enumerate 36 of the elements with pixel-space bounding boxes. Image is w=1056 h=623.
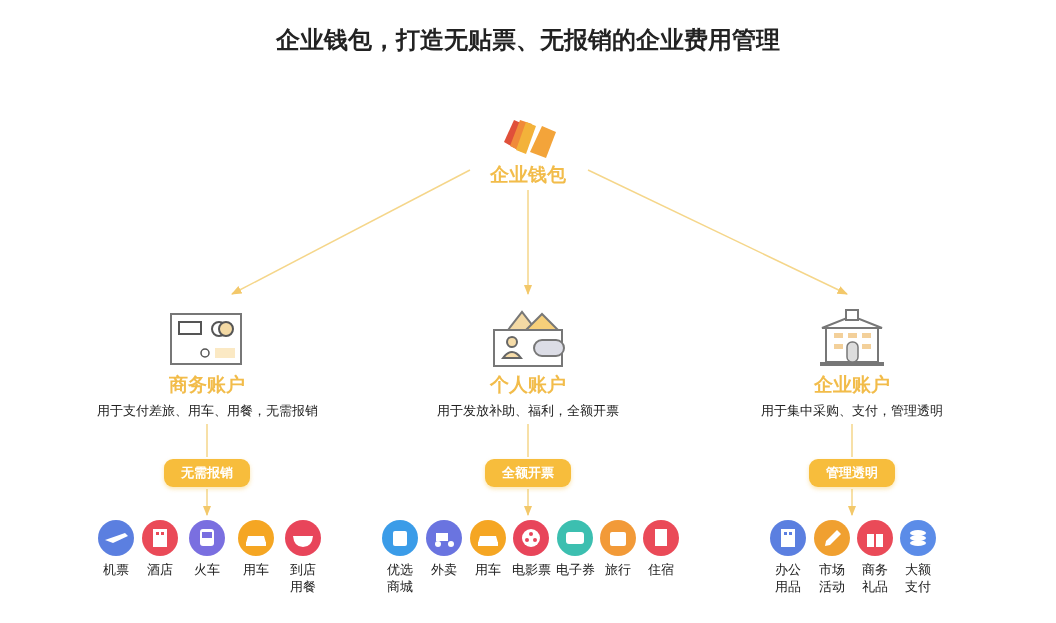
category-label: 旅行	[605, 561, 631, 578]
arrow	[523, 189, 533, 296]
category-label: 用车	[475, 561, 501, 578]
account-title: 企业账户	[814, 372, 890, 397]
tag-label: 全额开票	[485, 459, 571, 487]
category-label: 用车	[243, 561, 269, 578]
tag-label: 管理透明	[809, 459, 895, 487]
category-label: 市场活动	[819, 561, 845, 595]
arrow	[847, 488, 857, 517]
category-label: 到店用餐	[290, 561, 316, 595]
category-label: 商务礼品	[862, 561, 888, 595]
connector-line	[527, 423, 529, 458]
account-title: 商务账户	[169, 372, 245, 397]
category-label: 住宿	[648, 561, 674, 578]
category-label: 酒店	[147, 561, 173, 578]
category-label: 火车	[194, 561, 220, 578]
category-label: 电子券	[555, 561, 595, 578]
category-label: 外卖	[431, 561, 457, 578]
category-label: 优选商城	[387, 561, 413, 595]
category-label: 办公用品	[775, 561, 801, 595]
arrow	[587, 169, 848, 295]
account-title: 个人账户	[490, 372, 566, 397]
account-description: 用于发放补助、福利，全额开票	[437, 402, 619, 420]
connector-line	[851, 423, 853, 458]
arrow	[202, 488, 212, 517]
category-label: 电影票	[511, 561, 551, 578]
arrow	[523, 488, 533, 517]
category-label: 机票	[103, 561, 129, 578]
wallet-title: 企业钱包	[490, 162, 566, 187]
account-description: 用于支付差旅、用车、用餐，无需报销	[96, 402, 318, 420]
tag-label: 无需报销	[164, 459, 250, 487]
account-description: 用于集中采购、支付，管理透明	[761, 402, 943, 420]
connector-line	[206, 423, 208, 458]
title: 企业钱包，打造无贴票、无报销的企业费用管理	[275, 25, 781, 56]
category-label: 大额支付	[905, 561, 931, 595]
arrow	[231, 169, 471, 295]
